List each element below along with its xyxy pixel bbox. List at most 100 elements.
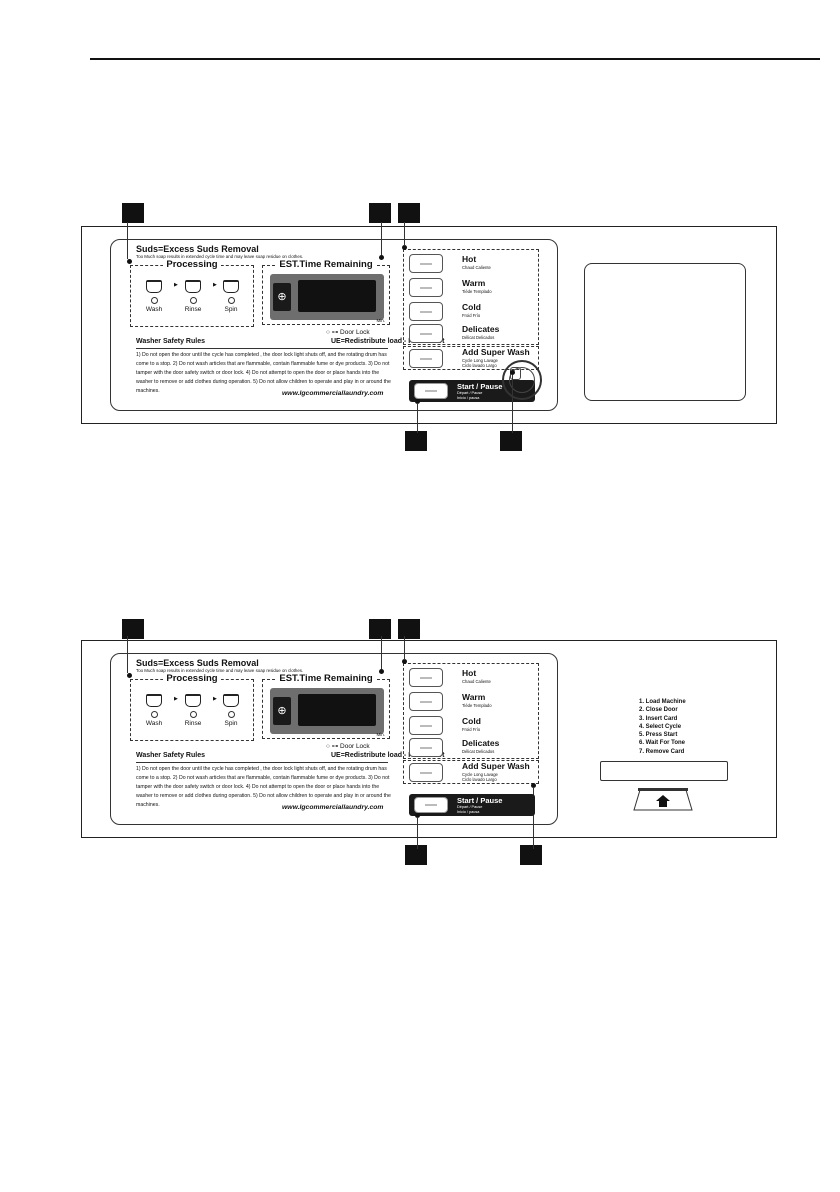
lock-icon: ⊕ xyxy=(273,283,291,311)
delicates-sub: Délicat Delicados xyxy=(462,335,495,340)
leader-dot xyxy=(415,399,420,404)
callout-marker-3 xyxy=(398,619,420,639)
arrow-icon: ▶ xyxy=(174,282,178,288)
leader-line xyxy=(533,787,534,849)
card-step: 3. Insert Card xyxy=(639,715,678,722)
hot-sub: Chaud Caliente xyxy=(462,679,491,684)
warm-sub: Tiède Templado xyxy=(462,289,492,294)
rinse-icon xyxy=(185,280,201,293)
delicates-button[interactable] xyxy=(409,738,443,757)
rules-body: 1) Do not open the door until the cycle … xyxy=(136,352,391,394)
time-screen xyxy=(298,280,376,312)
super-wash-sub1: Cycle Long Lavage xyxy=(462,772,498,777)
leader-dot xyxy=(402,659,407,664)
super-wash-sub1: Cycle Long Lavage xyxy=(462,358,498,363)
processing-box: Processing Wash ▶ Rinse ▶ Spin xyxy=(130,259,254,327)
processing-title: Processing xyxy=(131,673,253,684)
warm-label: Warm xyxy=(462,692,486,702)
callout-marker-4 xyxy=(405,431,427,451)
leader-dot xyxy=(379,669,384,674)
spin-icon xyxy=(223,694,239,707)
arrow-icon: ▶ xyxy=(213,282,217,288)
start-sub1: Départ / Pause xyxy=(457,391,483,395)
card-reader-slot xyxy=(600,761,728,781)
super-wash-sub2: Ciclo lavado Largo xyxy=(462,777,497,782)
rinse-led xyxy=(189,711,197,718)
spin-icon xyxy=(223,280,239,293)
leader-line xyxy=(417,403,418,433)
super-wash-label: Add Super Wash xyxy=(462,761,530,771)
website: www.lgcommerciallaundry.com xyxy=(282,804,384,811)
card-step: 6. Wait For Tone xyxy=(639,740,685,747)
cold-button[interactable] xyxy=(409,716,443,735)
door-lock-label: ○ ⊶ Door Lock xyxy=(326,743,370,750)
warm-sub: Tiède Templado xyxy=(462,703,492,708)
cold-button[interactable] xyxy=(409,302,443,321)
header-rule xyxy=(90,58,820,60)
hot-label: Hot xyxy=(462,254,477,264)
min-unit: Min. xyxy=(376,318,385,323)
coin-slot-knob[interactable] xyxy=(502,360,542,400)
start-sub1: Départ / Pause xyxy=(457,805,483,809)
super-wash-button[interactable] xyxy=(409,763,443,782)
callout-marker-2 xyxy=(369,619,391,639)
ue-text: UE=Redistribute load - Press start xyxy=(331,752,445,759)
lock-icon: ⊕ xyxy=(273,697,291,725)
cold-sub: Froid Frío xyxy=(462,727,481,732)
leader-line xyxy=(127,222,128,259)
leader-line xyxy=(404,636,405,660)
hot-button[interactable] xyxy=(409,254,443,273)
card-insert-icon[interactable] xyxy=(632,788,694,812)
leader-line xyxy=(381,636,382,669)
leader-dot xyxy=(379,255,384,260)
wash-led xyxy=(150,711,158,718)
callout-marker-5 xyxy=(520,845,542,865)
step-label: Spin xyxy=(224,306,238,313)
leader-dot xyxy=(415,813,420,818)
rinse-icon xyxy=(185,694,201,707)
leader-dot xyxy=(531,783,536,788)
time-screen xyxy=(298,694,376,726)
start-pause-button[interactable] xyxy=(414,383,448,399)
est-time-box: EST.Time Remaining ⊕ Min. xyxy=(262,673,390,739)
suds-title: Suds=Excess Suds Removal xyxy=(136,244,259,254)
callout-marker-3 xyxy=(398,203,420,223)
leader-dot xyxy=(510,370,515,375)
hot-button[interactable] xyxy=(409,668,443,687)
callout-marker-5 xyxy=(500,431,522,451)
start-sub2: Inicio / pausa xyxy=(457,810,480,814)
super-wash-label: Add Super Wash xyxy=(462,347,530,357)
time-display: ⊕ xyxy=(270,274,384,320)
step-rinse: Rinse xyxy=(173,694,213,727)
delicates-button[interactable] xyxy=(409,324,443,343)
cold-label: Cold xyxy=(462,302,481,312)
delicates-label: Delicates xyxy=(462,324,500,334)
start-label: Start / Pause xyxy=(457,796,503,805)
suds-subtitle: Too Much soap results in extended cycle … xyxy=(136,668,304,673)
leader-line xyxy=(381,222,382,255)
card-steps-list: 1. Load Machine 2. Close Door 3. Insert … xyxy=(639,698,686,756)
temp-buttons-box xyxy=(403,663,539,759)
arrow-icon: ▶ xyxy=(213,696,217,702)
processing-box: Processing Wash ▶ Rinse ▶ Spin xyxy=(130,673,254,741)
leader-dot xyxy=(127,259,132,264)
step-label: Spin xyxy=(224,720,238,727)
card-step: 1. Load Machine xyxy=(639,699,686,705)
website: www.lgcommerciallaundry.com xyxy=(282,390,384,397)
step-label: Wash xyxy=(145,306,163,313)
temp-buttons-box xyxy=(403,249,539,345)
warm-button[interactable] xyxy=(409,692,443,711)
step-spin: Spin xyxy=(211,280,251,313)
card-step: 7. Remove Card xyxy=(639,748,685,755)
super-wash-box xyxy=(403,346,539,370)
warm-button[interactable] xyxy=(409,278,443,297)
start-label: Start / Pause xyxy=(457,382,503,391)
start-pause-button[interactable] xyxy=(414,797,448,813)
super-wash-button[interactable] xyxy=(409,349,443,368)
super-wash-box xyxy=(403,760,539,784)
rinse-led xyxy=(189,297,197,304)
panel-inner-frame xyxy=(110,653,558,825)
step-label: Wash xyxy=(145,720,163,727)
coin-window xyxy=(584,263,746,401)
start-pause-bar: Start / Pause Départ / Pause Inicio / pa… xyxy=(409,794,535,816)
